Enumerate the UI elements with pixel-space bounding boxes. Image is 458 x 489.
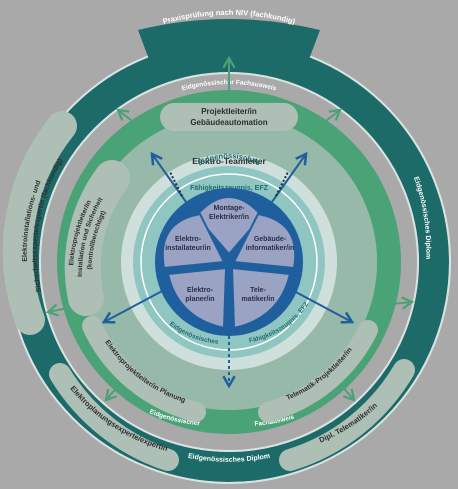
petal-bottom-left-line2: planer/in — [185, 296, 214, 303]
petal-top-line2: Elektriker/in — [209, 214, 249, 221]
arrow-core-right — [291, 289, 355, 324]
arrow-green-left — [45, 303, 69, 317]
fachausweis-top-line2: Gebäudeautomation — [190, 118, 267, 127]
arrow-green-up-left — [116, 108, 137, 125]
fachausweis-box-bottom-left[interactable] — [82, 316, 206, 422]
fachausweis-box-left[interactable] — [64, 160, 130, 316]
petal-telematiker[interactable]: Tele- matiker/in — [230, 266, 292, 330]
petal-bottom-right-line2: matiker/in — [241, 296, 274, 303]
arrow-core-dot-right — [275, 171, 289, 197]
petal-left-line2: installateur/in — [165, 245, 211, 252]
diploma-box-bottom-left[interactable] — [49, 363, 179, 471]
petal-top-line1: Montage- — [213, 205, 245, 212]
teamleiter-label: Elektro-Teamleiter — [192, 156, 266, 166]
arrow-core-dot-left — [169, 171, 183, 197]
petal-elektroplaner[interactable]: Elektro- planer/in — [166, 266, 228, 330]
arrow-green-bottom-right — [339, 383, 356, 402]
petal-right-line1: Gebäude- — [254, 236, 287, 243]
svg-text:Eidgenössisches Diplom: Eidgenössisches Diplom — [187, 453, 270, 464]
arrow-green-bottom-left — [104, 383, 121, 402]
petal-left-line1: Elektro- — [175, 236, 202, 243]
diploma-box-bottom-right[interactable] — [279, 359, 415, 471]
fachausweis-top-line1: Projektleiter/in — [201, 107, 257, 116]
top-banner-shape — [138, 19, 320, 62]
arrow-green-right — [391, 296, 415, 310]
petal-bottom-right-line1: Tele- — [250, 287, 266, 294]
petal-gebaeudeinformatiker[interactable]: Gebäude- informatiker/in — [232, 212, 297, 270]
fachausweis-box-top[interactable] — [160, 103, 298, 131]
arrow-core-left — [101, 289, 165, 324]
fachausweis-box-bottom-right[interactable] — [258, 320, 378, 422]
petal-elektroinstallateur[interactable]: Elektro- installateur/in — [161, 212, 226, 270]
petal-right-line2: informatiker/in — [246, 245, 295, 252]
arrow-core-up-right — [261, 151, 308, 217]
arrow-core-up-left — [150, 151, 197, 217]
diploma-box-left[interactable] — [2, 111, 77, 335]
outer-ring-bottom-label: Eidgenössisches Diplom — [187, 453, 270, 464]
petal-bottom-left-line1: Elektro- — [187, 287, 214, 294]
arrow-green-up-right — [321, 108, 342, 125]
